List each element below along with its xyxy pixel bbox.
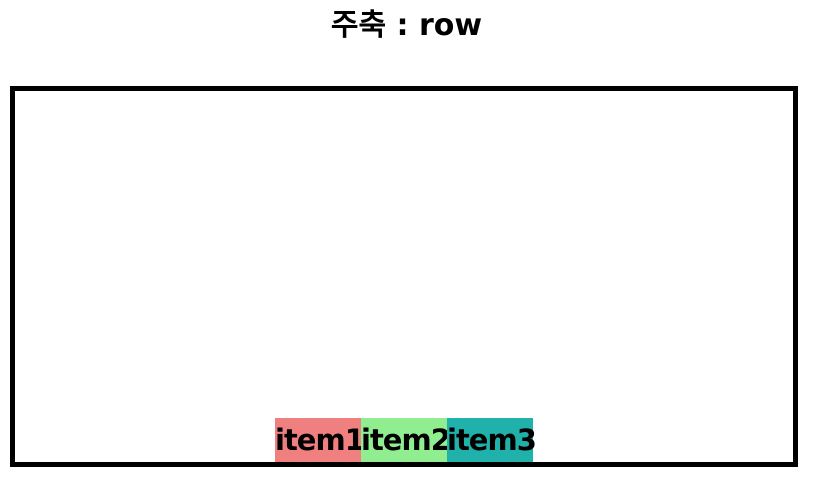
page-title: 주축 : row [330, 8, 483, 43]
flex-item-3: item3 [447, 418, 537, 462]
flex-item-2: item2 [361, 418, 451, 462]
flex-container: item1 item2 item3 [10, 86, 798, 467]
flex-item-1: item1 [275, 418, 365, 462]
